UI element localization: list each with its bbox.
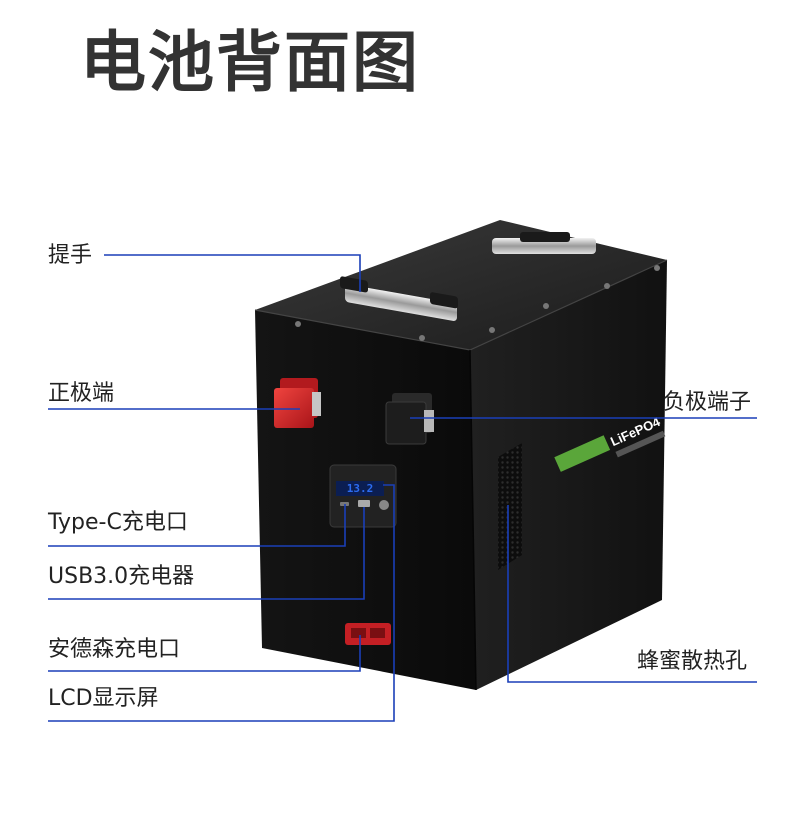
positive-terminal — [274, 378, 321, 428]
control-panel: 13.2 — [329, 464, 397, 528]
top-handle-back — [492, 232, 596, 254]
battery-body — [254, 220, 668, 691]
leader-handle — [104, 254, 361, 292]
leader-vent — [507, 505, 757, 683]
label-usb-charger: USB3.0充电器 — [48, 564, 195, 589]
anderson-port — [345, 623, 391, 645]
lcd-reading: 13.2 — [347, 482, 374, 495]
label-lcd-display: LCD显示屏 — [48, 686, 159, 711]
leader-usb — [48, 507, 365, 600]
label-anderson-port: 安德森充电口 — [48, 637, 181, 662]
label-typec-port: Type-C充电口 — [48, 510, 188, 535]
label-positive-terminal: 正极端 — [48, 381, 115, 406]
leader-lines — [48, 254, 757, 722]
label-handle: 提手 — [48, 243, 93, 268]
label-negative-terminal: 负极端子 — [663, 390, 752, 415]
leader-anderson — [48, 635, 361, 672]
usb-port — [358, 500, 370, 507]
leader-lcd — [48, 484, 395, 722]
top-handle-front — [340, 276, 458, 321]
leader-typec — [48, 504, 346, 547]
vent-grille — [498, 443, 522, 570]
page-title: 电池背面图 — [80, 24, 420, 101]
label-heat-vent: 蜂蜜散热孔 — [637, 649, 748, 674]
power-button — [379, 500, 389, 510]
negative-terminal — [385, 393, 434, 445]
battery-side-face — [470, 260, 667, 690]
